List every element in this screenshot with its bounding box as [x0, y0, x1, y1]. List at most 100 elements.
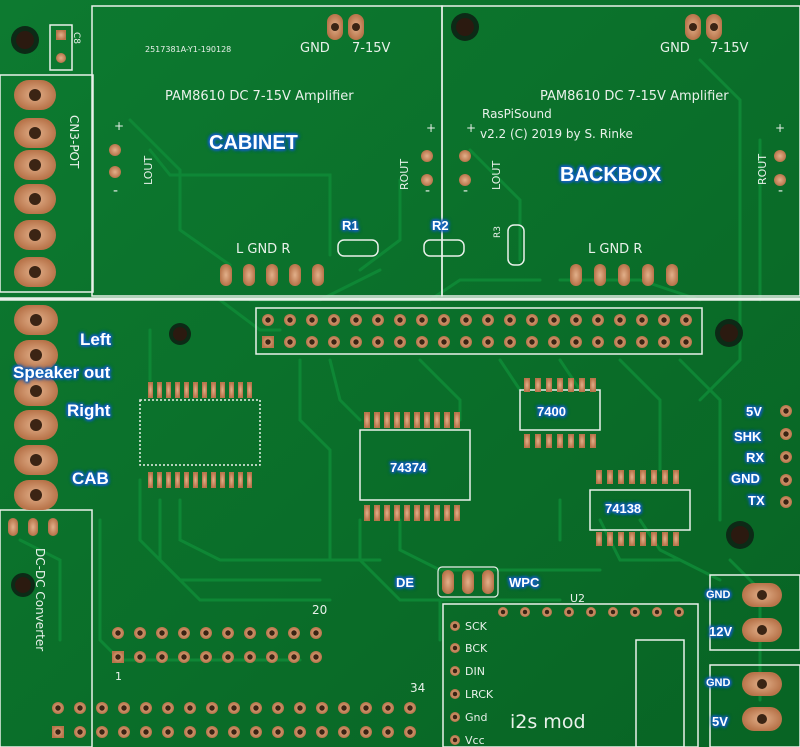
- ic-74138-callout: 74138: [605, 501, 642, 516]
- smd-pad: [414, 412, 420, 428]
- smd-pad: [618, 532, 624, 546]
- smd-pad: [629, 470, 635, 484]
- r1-callout: R1: [342, 218, 359, 233]
- smd-pad: [404, 412, 410, 428]
- smd-pad: [229, 472, 234, 488]
- i2s-pin-label: LRCK: [465, 688, 494, 701]
- smd-pad: [535, 378, 541, 392]
- pad-hole: [452, 623, 458, 629]
- twelve-v-callout: 12V: [709, 624, 733, 639]
- amp-left-title: PAM8610 DC 7-15V Amplifier: [165, 89, 354, 104]
- pad-hole: [452, 737, 458, 743]
- cab-callout: CAB: [72, 469, 109, 488]
- pad-hole: [500, 609, 506, 615]
- pad-hole: [588, 609, 594, 615]
- smd-pad: [211, 472, 216, 488]
- header-34-label: 34: [410, 681, 425, 695]
- pad-hole: [99, 705, 105, 711]
- pad-hole: [115, 654, 121, 660]
- smd-pad: [238, 472, 243, 488]
- pad-hole: [187, 705, 193, 711]
- smd-pad: [557, 378, 563, 392]
- smd-pad: [568, 434, 574, 448]
- smd-pad: [596, 470, 602, 484]
- pad-hole: [247, 654, 253, 660]
- pad-hole: [143, 705, 149, 711]
- pad-hole: [639, 339, 645, 345]
- smd-pad: [629, 532, 635, 546]
- pad-hole: [617, 317, 623, 323]
- smd-pad: [424, 505, 430, 521]
- smd-pad: [394, 505, 400, 521]
- uart-pads: [780, 405, 792, 508]
- pad-hole: [507, 339, 513, 345]
- gpio-header: [262, 314, 692, 348]
- smd-pad: [211, 382, 216, 398]
- smd-pad: [193, 382, 198, 398]
- pad-hole: [783, 431, 789, 437]
- header-20pin: [112, 627, 322, 663]
- tx-callout: TX: [748, 493, 765, 508]
- pad-hole: [452, 691, 458, 697]
- r3-label: R3: [493, 226, 503, 238]
- header-34pin: [52, 702, 416, 738]
- smd-pad: [662, 470, 668, 484]
- smd-pad: [247, 382, 252, 398]
- pad-hole: [77, 729, 83, 735]
- smd-pad: [384, 505, 390, 521]
- pad-hole: [783, 408, 789, 414]
- pad-hole: [121, 705, 127, 711]
- pad-hole: [225, 654, 231, 660]
- smd-pad: [673, 532, 679, 546]
- smd-pad: [590, 434, 596, 448]
- pad-hole: [137, 630, 143, 636]
- smd-pad: [247, 472, 252, 488]
- smd-pad: [673, 470, 679, 484]
- pad-hole: [544, 609, 550, 615]
- lout-left-label: LOUT: [142, 156, 155, 185]
- pad-hole: [313, 654, 319, 660]
- i2s-pin-label: SCK: [465, 620, 488, 633]
- vin-left-label: 7-15V: [352, 41, 391, 56]
- smd-pad: [220, 472, 225, 488]
- pad-hole: [137, 654, 143, 660]
- smd-pad: [202, 382, 207, 398]
- pad-hole: [452, 714, 458, 720]
- pad-hole: [247, 630, 253, 636]
- pad-hole: [610, 609, 616, 615]
- smd-pad: [454, 505, 460, 521]
- pad-hole: [783, 454, 789, 460]
- smd-pad: [166, 472, 171, 488]
- pad-hole: [265, 339, 271, 345]
- smd-pad: [384, 412, 390, 428]
- u2-label: U2: [570, 592, 585, 605]
- smd-pad: [607, 470, 613, 484]
- pad-hole: [181, 654, 187, 660]
- right-callout: Right: [67, 401, 111, 420]
- board-name: RasPiSound: [482, 107, 552, 121]
- pad-hole: [55, 705, 61, 711]
- smd-pad: [618, 470, 624, 484]
- pad-hole: [297, 729, 303, 735]
- lout-mid-label: LOUT: [490, 161, 503, 190]
- lgndr-left-label: L GND R: [236, 242, 290, 257]
- i2s-module-label: i2s mod: [510, 711, 586, 733]
- pad-hole: [441, 339, 447, 345]
- pad-hole: [363, 705, 369, 711]
- wpc-callout: WPC: [509, 575, 540, 590]
- smd-pad: [454, 412, 460, 428]
- smd-pad: [568, 378, 574, 392]
- pad-hole: [309, 339, 315, 345]
- audio-out-pads: [109, 144, 786, 186]
- header-20-label: 20: [312, 603, 327, 617]
- pad-hole: [595, 317, 601, 323]
- gnd-5v-callout: GND: [706, 677, 731, 689]
- smd-pad: [640, 470, 646, 484]
- pad-hole: [566, 609, 572, 615]
- smd-pad: [651, 532, 657, 546]
- smd-pad: [596, 532, 602, 546]
- five-v-power-callout: 5V: [712, 714, 728, 729]
- ic-74374-callout: 74374: [390, 460, 427, 475]
